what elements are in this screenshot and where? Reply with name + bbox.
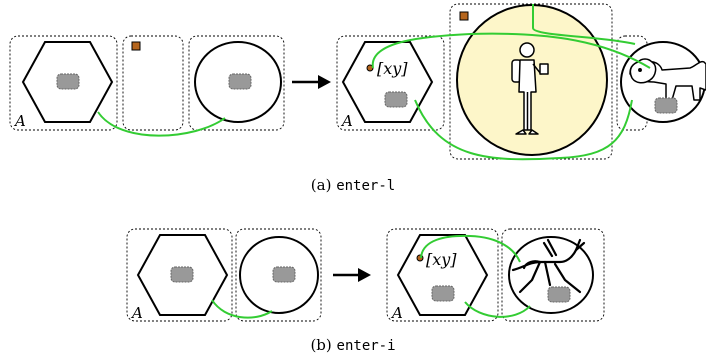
caption-b: (b) enter-i: [310, 336, 395, 354]
link-edge: [532, 4, 636, 45]
antelope-icon: [511, 238, 586, 294]
region-box-circle: [188, 35, 285, 131]
hexagon-node: [341, 41, 434, 123]
site-placeholder: [228, 73, 252, 90]
lion-icon: [629, 58, 706, 101]
root-marker: [131, 41, 141, 51]
site-placeholder: [384, 91, 408, 108]
arrow-right-icon: [333, 268, 371, 282]
link-edge: [97, 111, 226, 137]
figure-a-after: [xy] A: [336, 3, 706, 161]
region-a-box: [126, 228, 233, 322]
site-placeholder: [170, 266, 194, 283]
region-a-box: [9, 35, 118, 131]
caption-prefix: (b): [310, 336, 336, 354]
empty-region-box: [122, 35, 184, 131]
region-a-box: [336, 35, 445, 131]
region-label: A: [13, 112, 26, 130]
name-label: [xy]: [426, 250, 457, 269]
caption-code: enter-i: [337, 338, 396, 354]
site-placeholder: [431, 285, 455, 302]
region-a-box: [386, 228, 499, 322]
link-edge: [211, 299, 273, 319]
region-label: A: [390, 304, 403, 322]
arrow-right-icon: [292, 75, 331, 89]
figure-b-after: [xy] A: [386, 228, 605, 322]
region-box-large: [449, 3, 613, 160]
site-placeholder: [654, 97, 678, 114]
link-edge: [371, 32, 651, 69]
link-edge: [464, 301, 531, 318]
name-label: [xy]: [377, 59, 408, 78]
figure-a-before: A: [9, 35, 285, 137]
link-edge: [420, 234, 521, 263]
hexagon-node: [396, 234, 489, 316]
link-edge: [414, 99, 633, 161]
region-box-circle: [235, 228, 322, 322]
person-with-backpack-icon: [511, 42, 549, 135]
region-label: A: [340, 112, 353, 130]
region-label: A: [130, 304, 143, 322]
region-box-circle: [501, 228, 605, 322]
site-placeholder: [547, 286, 571, 303]
root-marker: [459, 11, 469, 21]
caption-prefix: (a): [311, 176, 336, 194]
figure-b-before: A: [126, 228, 322, 322]
caption-a: (a) enter-l: [311, 176, 395, 194]
site-placeholder: [272, 266, 296, 283]
caption-code: enter-l: [336, 178, 395, 194]
site-placeholder: [56, 73, 80, 90]
